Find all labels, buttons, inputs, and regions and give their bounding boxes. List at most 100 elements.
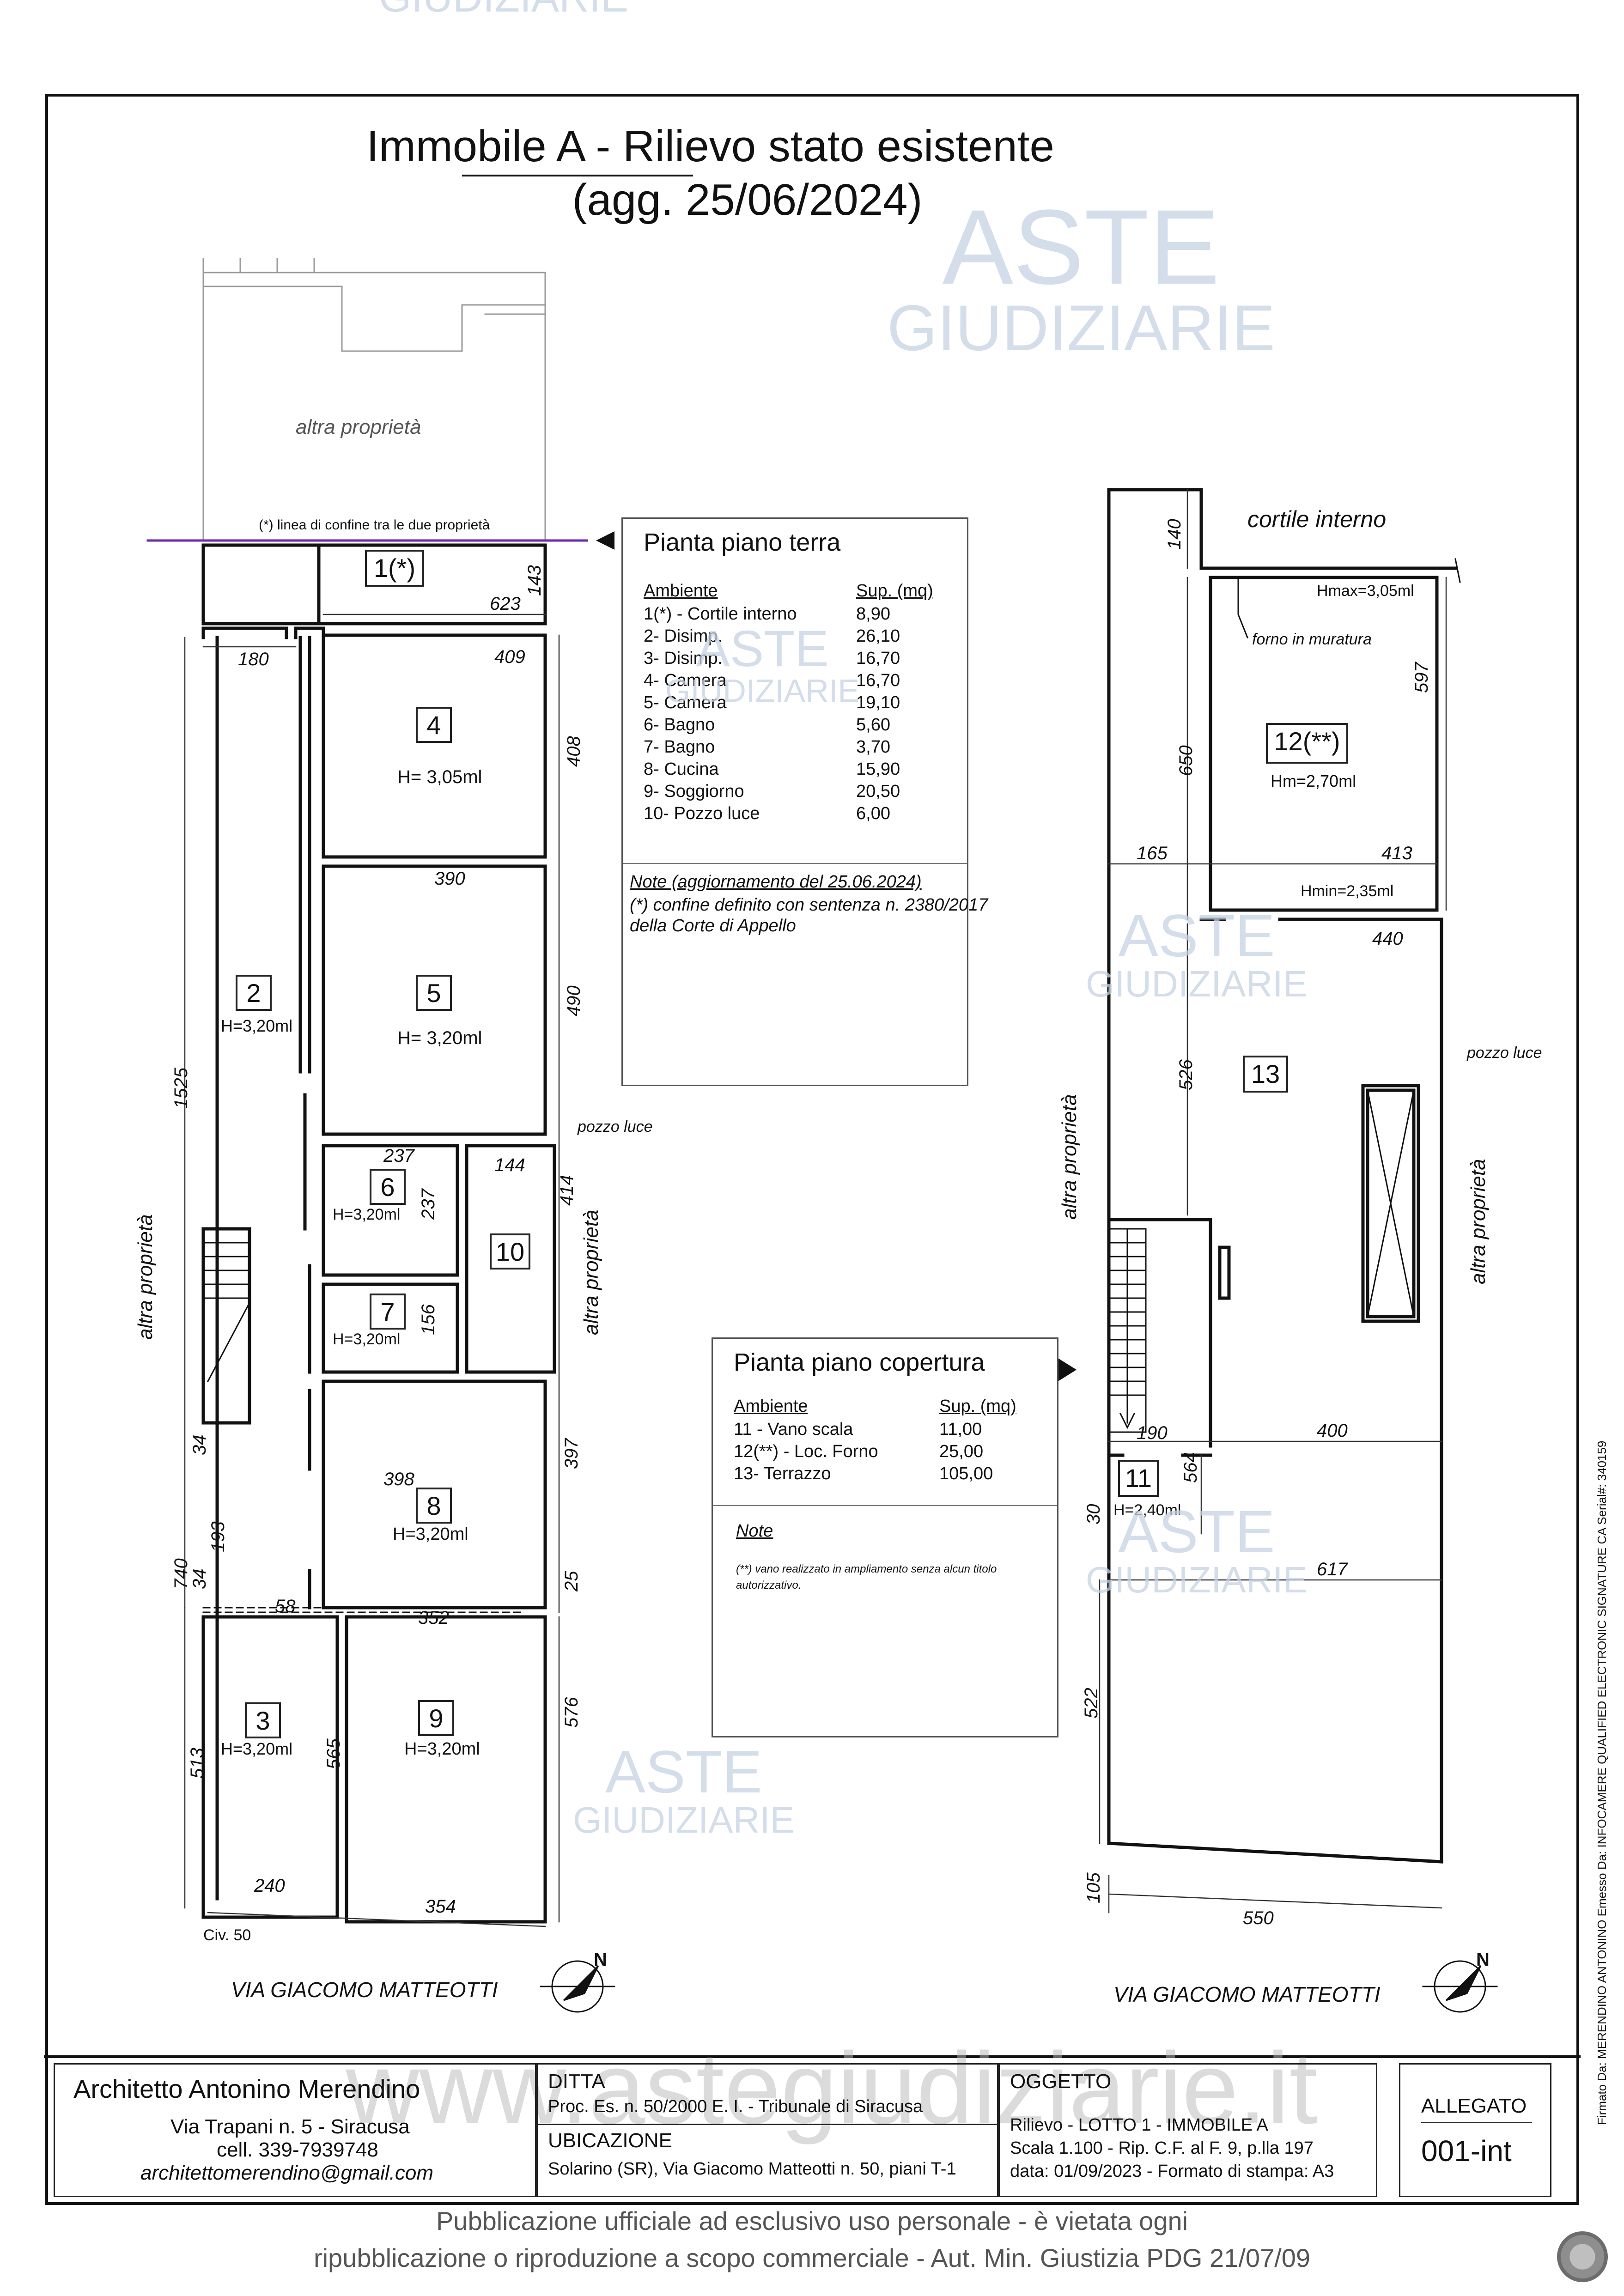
watermark-aste: ASTE <box>1118 1498 1275 1565</box>
oven-label: forno in muratura <box>1252 631 1372 648</box>
north-label-right: N <box>1476 1950 1490 1970</box>
street-label-left: VIA GIACOMO MATTEOTTI <box>231 1978 498 2002</box>
legend-row-value: 20,50 <box>856 782 900 801</box>
dim-414: 414 <box>557 1175 577 1206</box>
legend-row-value: 16,70 <box>856 671 900 690</box>
drawing-sheet <box>45 94 1579 2205</box>
ubicazione-label: UBICAZIONE <box>548 2129 672 2152</box>
oggetto-line-3: data: 01/09/2023 - Formato di stampa: A3 <box>1010 2162 1334 2181</box>
watermark-giudiziarie: GIUDIZIARIE <box>1085 1559 1308 1600</box>
allegato-underline <box>1421 2122 1532 2123</box>
watermark-giudiziarie: GIUDIZIARIE <box>887 292 1276 364</box>
boundary-line-label: (*) linea di confine tra le due propriet… <box>259 517 490 533</box>
neighbour-property-outline <box>202 258 546 541</box>
dim-409: 409 <box>494 647 525 667</box>
dim-58: 58 <box>275 1596 296 1616</box>
watermark-giudiziarie: GIUDIZIARIE <box>665 673 860 709</box>
ditta-value: Proc. Es. n. 50/2000 E. I. - Tribunale d… <box>548 2097 923 2116</box>
dim-1525: 1525 <box>171 1068 191 1109</box>
signature-seal-icon <box>1557 2231 1608 2282</box>
neighbour-property-top-label: altra proprietà <box>296 416 421 438</box>
dim-180: 180 <box>238 649 269 669</box>
dim-237-v: 237 <box>418 1189 438 1220</box>
oggetto-cell: OGGETTO Rilievo - LOTTO 1 - IMMOBILE A S… <box>998 2063 1377 2197</box>
legend-row: 5- Camera <box>644 693 727 712</box>
dim-650: 650 <box>1176 745 1196 776</box>
architect-name: Architetto Antonino Merendino <box>73 2074 420 2103</box>
dim-617: 617 <box>1317 1559 1348 1579</box>
room-height-9: H=3,20ml <box>404 1739 480 1759</box>
light-well-label-right: pozzo luce <box>1467 1044 1542 1062</box>
legend-roof-title: Pianta piano copertura <box>734 1348 985 1376</box>
room-label-8: 8 <box>416 1488 452 1524</box>
legend-row: 6- Bagno <box>644 715 715 735</box>
room-label-1: 1(*) <box>365 550 424 587</box>
room-label-11: 11 <box>1118 1460 1159 1497</box>
civic-number: Civ. 50 <box>203 1926 251 1944</box>
legend-row: 13- Terrazzo <box>734 1464 831 1483</box>
legend-row: 4- Camera <box>644 671 727 690</box>
room-label-12: 12(**) <box>1266 723 1348 764</box>
architect-address: Via Trapani n. 5 - Siracusa <box>170 2115 410 2138</box>
dim-143: 143 <box>524 565 545 596</box>
legend-row: 10- Pozzo luce <box>644 804 760 823</box>
legend-row: 3- Disimp. <box>644 649 723 668</box>
legend-row: 1(*) - Cortile interno <box>644 604 797 624</box>
ground-floor-walls <box>201 543 556 1924</box>
legend-divider <box>623 863 967 864</box>
oggetto-line-1: Rilievo - LOTTO 1 - IMMOBILE A <box>1010 2115 1268 2135</box>
room-label-7: 7 <box>370 1294 406 1330</box>
dim-237-h: 237 <box>383 1146 414 1166</box>
watermark-roof-bottom: ASTE GIUDIZIARIE <box>1077 1501 1317 1598</box>
legend-col-sup: Sup. (mq) <box>856 581 933 601</box>
north-label-left: N <box>594 1950 607 1970</box>
legend-row-value: 16,70 <box>856 649 900 668</box>
title-underline <box>462 175 693 176</box>
room-label-2: 2 <box>236 975 272 1011</box>
dim-34-b: 34 <box>189 1568 210 1590</box>
legend-row: 12(**) - Loc. Forno <box>734 1442 878 1461</box>
dim-413: 413 <box>1381 843 1412 863</box>
legend-col-ambiente: Ambiente <box>734 1397 808 1416</box>
dim-352: 352 <box>418 1608 449 1628</box>
h11-label: H=2,40ml <box>1113 1501 1181 1519</box>
title-line-2: (agg. 25/06/2024) <box>572 175 923 225</box>
legend-note-line: della Corte di Appello <box>630 916 796 935</box>
dashed-door-lines <box>202 1607 523 1613</box>
room-label-3: 3 <box>245 1702 281 1738</box>
watermark-aste: ASTE <box>1118 902 1275 969</box>
hmin-label: Hmin=2,35ml <box>1301 882 1394 900</box>
room-label-6: 6 <box>370 1169 406 1205</box>
dim-105: 105 <box>1083 1872 1104 1903</box>
neighbour-property-mid-label: altra proprietà <box>580 1209 602 1335</box>
allegato-cell: ALLEGATO 001-int <box>1399 2063 1551 2197</box>
dim-740: 740 <box>171 1558 191 1589</box>
architect-cell-phone: cell. 339-7939748 <box>217 2138 378 2161</box>
oggetto-line-2: Scala 1.100 - Rip. C.F. al F. 9, p.lla 1… <box>1010 2138 1314 2158</box>
legend-row-value: 8,90 <box>856 604 890 624</box>
watermark-aste: ASTE <box>696 620 829 677</box>
room-height-6: H=3,20ml <box>333 1206 401 1223</box>
dim-564: 564 <box>1180 1452 1201 1483</box>
dim-156: 156 <box>418 1304 438 1335</box>
legend-note-line: autorizzativo. <box>736 1579 802 1591</box>
legend-row-value: 5,60 <box>856 715 890 735</box>
legend-ground-floor: Pianta piano terra Ambiente Sup. (mq) 1(… <box>621 517 988 1086</box>
oggetto-label: OGGETTO <box>1010 2070 1112 2093</box>
legend-row-value: 105,00 <box>939 1464 993 1483</box>
dim-565: 565 <box>323 1738 344 1769</box>
watermark-aste: ASTE <box>605 1738 762 1805</box>
dim-398: 398 <box>383 1469 414 1489</box>
room-height-2: H=3,20ml <box>221 1016 293 1035</box>
street-label-right: VIA GIACOMO MATTEOTTI <box>1113 1982 1381 2006</box>
allegato-label: ALLEGATO <box>1421 2095 1527 2117</box>
legend-roof-floor: Pianta piano copertura Ambiente Sup. (mq… <box>712 1337 1058 1737</box>
light-well-label-left: pozzo luce <box>578 1118 653 1136</box>
boundary-arrow <box>596 531 614 550</box>
legend-row-value: 3,70 <box>856 737 890 757</box>
ditta-cell: DITTA Proc. Es. n. 50/2000 E. I. - Tribu… <box>536 2063 998 2197</box>
title-block: Architetto Antonino Merendino Via Trapan… <box>45 2056 1579 2204</box>
legend-row: 11 - Vano scala <box>734 1420 853 1439</box>
north-arrow-right <box>1422 1960 1498 2013</box>
